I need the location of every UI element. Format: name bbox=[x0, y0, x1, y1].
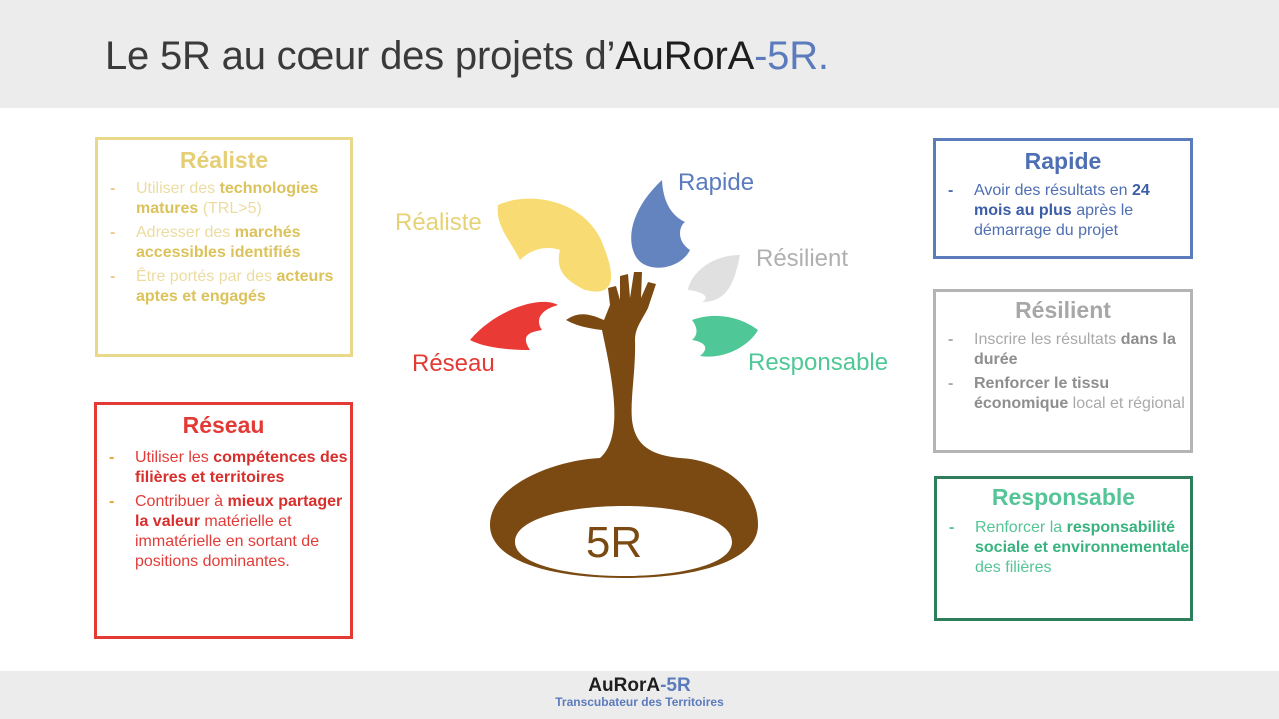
bullet-dash: - bbox=[110, 180, 116, 197]
highlight-text: responsabilité sociale et environnementa… bbox=[975, 519, 1190, 556]
resilient-box: Résilient - Inscrire les résultats dans l… bbox=[933, 289, 1193, 453]
bullet-dash: - bbox=[109, 449, 115, 466]
highlight-text: technologies matures bbox=[136, 180, 319, 217]
bullet-text: Avoir des résultats en bbox=[974, 182, 1133, 199]
bullet-dash: - bbox=[109, 493, 115, 510]
label-responsable: Responsable bbox=[748, 349, 888, 376]
footer-bar bbox=[0, 671, 1279, 719]
reseau-box-title: Réseau bbox=[182, 412, 265, 438]
bullet-text: Inscrire les résultats bbox=[974, 331, 1121, 348]
realiste-list: - Utiliser des technologies matures (TRL>… bbox=[98, 179, 350, 307]
highlight-text: acteurs aptes et engagés bbox=[136, 268, 334, 305]
bullet-text: Renforcer la bbox=[975, 519, 1067, 536]
highlight-text: mieux partager la valeur bbox=[135, 493, 343, 530]
highlight-text: dans la durée bbox=[974, 331, 1176, 368]
leaf-responsable bbox=[692, 315, 758, 357]
title-brand-suffix: -5R bbox=[754, 34, 818, 78]
bullet-item: - Utiliser les compétences des filières e… bbox=[97, 448, 350, 488]
realiste-box-title: Réaliste bbox=[179, 147, 269, 173]
reseau-box: Réseau - Utiliser les compétences des fil… bbox=[94, 402, 353, 639]
bullet-item: - Renforcer la responsabilité sociale et … bbox=[937, 518, 1190, 578]
bullet-text: Être portés par des bbox=[136, 268, 277, 285]
label-resilient: Résilient bbox=[756, 245, 848, 272]
page-title: Le 5R au cœur des projets d’AuRorA-5R. bbox=[105, 34, 829, 79]
bullet-text: local et régional bbox=[1068, 395, 1185, 412]
bullet-dash: - bbox=[949, 519, 955, 536]
responsable-box: Responsable - Renforcer la responsabilité… bbox=[934, 476, 1193, 621]
responsable-list: - Renforcer la responsabilité sociale et … bbox=[937, 518, 1190, 578]
bullet-dash: - bbox=[110, 224, 116, 241]
title-prefix: Le 5R au cœur des projets d’ bbox=[105, 34, 616, 78]
title-end: . bbox=[817, 34, 829, 78]
bullet-text: Contribuer à bbox=[135, 493, 228, 510]
bullet-item: - Adresser des marchés accessibles identi… bbox=[98, 223, 350, 263]
bullet-text: Adresser des bbox=[136, 224, 235, 241]
bullet-dash: - bbox=[948, 331, 954, 348]
highlight-text: Renforcer le tissu économique bbox=[974, 375, 1110, 412]
bullet-text: (TRL>5) bbox=[198, 200, 262, 217]
highlight-text: compétences des filières et territoires bbox=[135, 449, 348, 486]
bullet-dash: - bbox=[948, 182, 954, 199]
rapide-box: Rapide - Avoir des résultats en 24 mois a… bbox=[933, 138, 1193, 259]
bullet-text: Utiliser des bbox=[136, 180, 220, 197]
bullet-item: - Utiliser des technologies matures (TRL>… bbox=[98, 179, 350, 219]
bullet-dash: - bbox=[110, 268, 116, 285]
resilient-list: - Inscrire les résultats dans la durée - Re… bbox=[936, 330, 1190, 414]
highlight-text: 24 mois au plus bbox=[974, 182, 1150, 219]
5r-tree-diagram: 5R Réaliste Rapide Résilient Réseau Resp… bbox=[395, 169, 888, 578]
footer-tagline: Transcubateur des Territoires bbox=[555, 695, 724, 709]
footer-logo: AuRorA-5R bbox=[0, 676, 1279, 696]
center-label: 5R bbox=[586, 518, 642, 567]
bullet-text: matérielle et immatérielle en sortant de… bbox=[135, 513, 320, 570]
label-realiste: Réaliste bbox=[395, 209, 482, 236]
bullet-text: Utiliser les bbox=[135, 449, 214, 466]
reseau-list: - Utiliser les compétences des filières e… bbox=[97, 448, 350, 572]
footer-brand: AuRorA bbox=[588, 675, 661, 696]
leaf-resilient bbox=[688, 255, 740, 302]
title-brand: AuRorA bbox=[615, 34, 755, 78]
highlight-text: marchés accessibles identifiés bbox=[136, 224, 301, 261]
bullet-item: - Inscrire les résultats dans la durée bbox=[936, 330, 1190, 370]
bullet-item: - Renforcer le tissu économique local et … bbox=[936, 374, 1190, 414]
bullet-item: -Avoir des résultats en 24 mois au plus … bbox=[936, 181, 1190, 241]
tree-trunk bbox=[490, 272, 758, 578]
responsable-box-title: Responsable bbox=[991, 484, 1136, 510]
leaf-realiste bbox=[497, 198, 612, 292]
footer-brand-suffix: -5R bbox=[660, 675, 691, 696]
bullet-item: - Contribuer à mieux partager la valeur m… bbox=[97, 492, 350, 572]
rapide-list: -Avoir des résultats en 24 mois au plus … bbox=[936, 181, 1190, 241]
bullet-dash: - bbox=[948, 375, 954, 392]
label-rapide: Rapide bbox=[678, 169, 754, 196]
bullet-text: des filières bbox=[975, 559, 1052, 576]
leaf-rapide bbox=[631, 180, 690, 268]
rapide-box-title: Rapide bbox=[1024, 148, 1102, 174]
realiste-box: Réaliste - Utiliser des technologies matu… bbox=[95, 137, 353, 357]
resilient-box-title: Résilient bbox=[1015, 297, 1111, 323]
bullet-text: après le démarrage du projet bbox=[974, 202, 1134, 239]
header-bar: Le 5R au cœur des projets d’AuRorA-5R. bbox=[0, 0, 1279, 108]
leaf-reseau bbox=[470, 301, 558, 350]
bullet-item: - Être portés par des acteurs aptes et en… bbox=[98, 267, 350, 307]
label-reseau: Réseau bbox=[412, 350, 495, 377]
